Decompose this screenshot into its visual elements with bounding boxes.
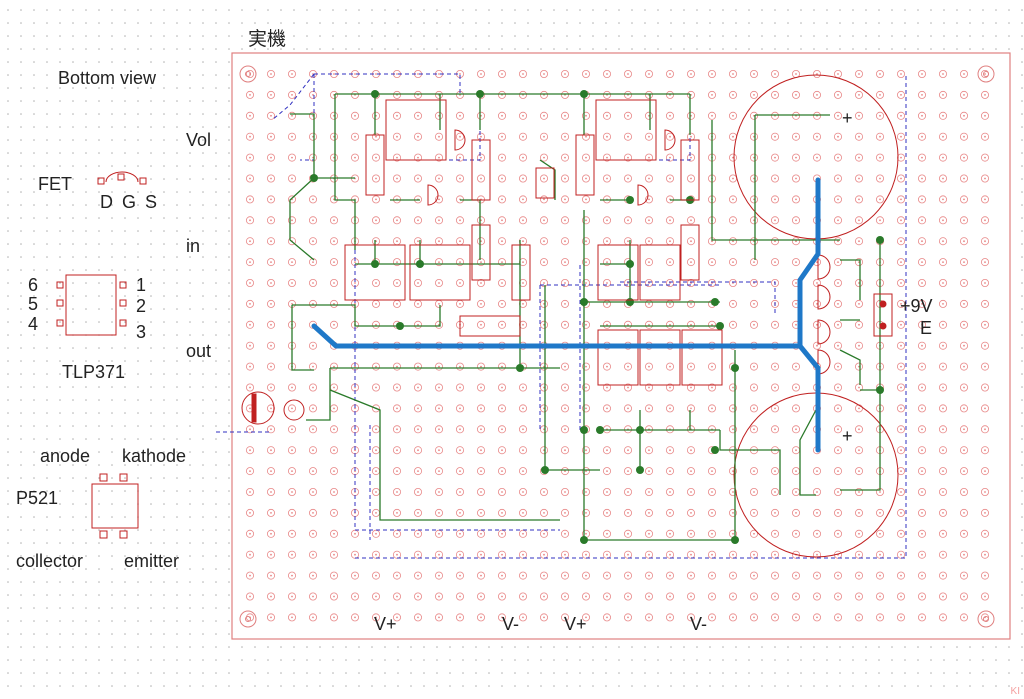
legend-p521-symbol [91, 473, 139, 539]
legend-tlp371-symbol [56, 274, 127, 336]
board-title: 実機 [248, 29, 287, 50]
board-fets [427, 129, 831, 375]
legend-fet-symbol [97, 171, 147, 185]
p521-name: P521 [16, 488, 59, 508]
power-connector [873, 293, 893, 337]
tlp-pin-3: 3 [136, 322, 147, 342]
out-label: out [186, 341, 212, 361]
wire-junctions [310, 90, 884, 544]
p521-emitter-label: emitter [124, 551, 180, 571]
tlp-pin-5: 5 [28, 294, 39, 314]
p521-collector-label: collector [16, 551, 84, 571]
tlp-pin-1: 1 [136, 275, 147, 295]
in-label: in [186, 236, 201, 256]
dashed-jumpers [216, 73, 907, 559]
perfboard-holes [245, 70, 990, 622]
power-earth-label: E [920, 318, 933, 338]
tlp-pin-4: 4 [28, 314, 39, 334]
bottom-label-v-minus-2: V- [690, 614, 708, 634]
p521-kathode-label: kathode [122, 446, 187, 466]
power-plus-label: +9V [900, 296, 933, 316]
output-capacitor [241, 391, 305, 425]
thick-ground-wire [311, 177, 821, 453]
resistors [365, 99, 700, 337]
bottom-view-label: Bottom view [58, 68, 157, 88]
fet-pins-label: D G S [100, 192, 160, 212]
mounting-holes [239, 65, 995, 628]
bottom-label-v-plus-2: V+ [564, 614, 587, 634]
corner-mark: KI [1010, 686, 1020, 697]
background-dot-grid [7, 9, 1023, 687]
ic-packages [344, 244, 723, 386]
tlp-pin-6: 6 [28, 275, 39, 295]
tlp371-name: TLP371 [62, 362, 126, 382]
bottom-label-v-plus-1: V+ [374, 614, 397, 634]
tlp-pin-2: 2 [136, 296, 147, 316]
p521-anode-label: anode [40, 446, 91, 466]
cap-bottom-plus: + [842, 426, 853, 446]
fet-label: FET [38, 174, 72, 194]
vol-label: Vol [186, 130, 212, 150]
perfboard-outline [231, 52, 1011, 640]
bottom-label-v-minus-1: V- [502, 614, 520, 634]
cap-top-plus: + [842, 108, 853, 128]
